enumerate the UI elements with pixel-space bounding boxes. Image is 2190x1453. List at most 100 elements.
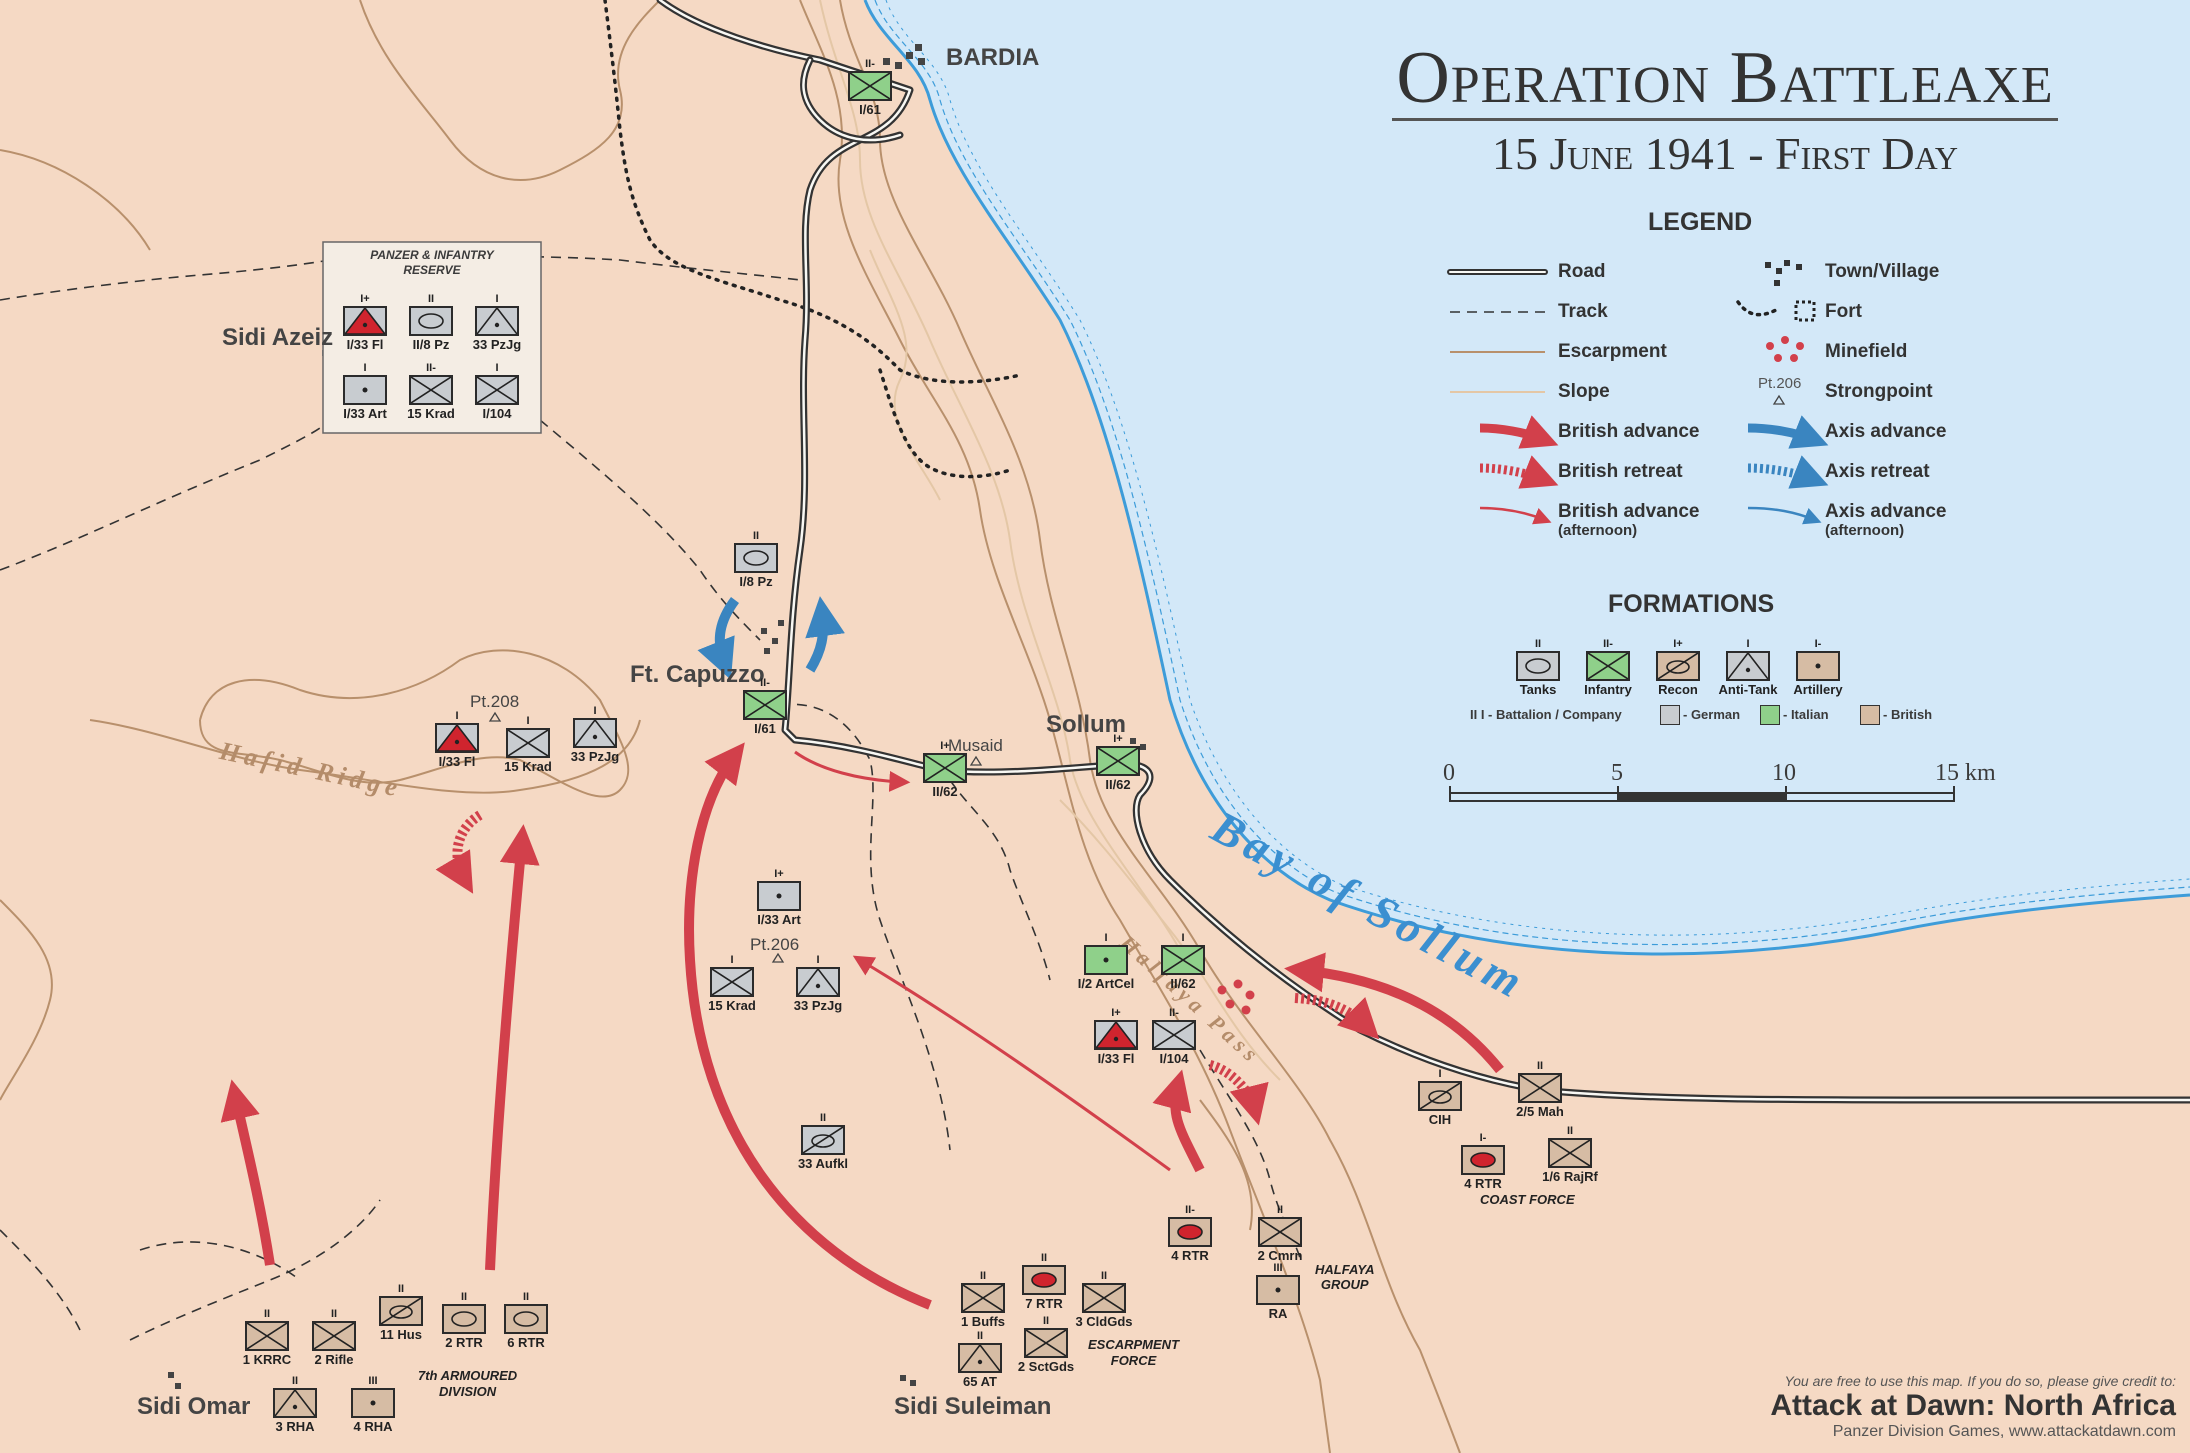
unit-echelon: I <box>730 954 734 966</box>
unit-echelon: II- <box>1185 1204 1195 1216</box>
unit-name: 15 Krad <box>504 759 552 774</box>
unit-symbol-icon <box>343 375 387 405</box>
unit-echelon: I <box>1181 932 1185 944</box>
unit-name: Anti-Tank <box>1718 682 1778 697</box>
unit-echelon: II <box>976 1330 984 1342</box>
unit-4rtr-c[interactable]: I-4 RTR <box>1448 1132 1518 1191</box>
unit-name: 33 PzJg <box>570 749 620 764</box>
reserve-title-line2: RESERVE <box>403 263 461 277</box>
unit-name: CIH <box>1428 1112 1452 1127</box>
unit-name: 4 RTR <box>1464 1176 1502 1191</box>
legend-british-retreat: British retreat <box>1558 461 1683 482</box>
unit-echelon: II <box>263 1308 271 1320</box>
unit-symbol-icon <box>1461 1145 1505 1175</box>
minefield-halfaya <box>1217 979 1255 1015</box>
unit-res-i33fl[interactable]: I+I/33 Fl <box>330 293 400 352</box>
unit-hp-ii62[interactable]: I II/62 <box>1148 932 1218 991</box>
unit-hp-i104[interactable]: II-I/104 <box>1139 1007 1209 1066</box>
unit-symbol-icon <box>1516 651 1560 681</box>
unit-legend-recon[interactable]: I+Recon <box>1643 638 1713 697</box>
unit-name: II/62 <box>1170 976 1196 991</box>
unit-echelon: II- <box>865 58 875 70</box>
unit-echelon: II <box>979 1270 987 1282</box>
unit-name: 1 Buffs <box>960 1314 1006 1329</box>
unit-name: I/2 ArtCel <box>1077 976 1135 991</box>
unit-name: II/62 <box>1105 777 1131 792</box>
unit-echelon: II- <box>1169 1007 1179 1019</box>
label-halfaya-group-2: GROUP <box>1320 1277 1369 1292</box>
unit-name: 6 RTR <box>507 1335 545 1350</box>
unit-res-15krad[interactable]: II-15 Krad <box>396 362 466 421</box>
unit-echelon: I <box>816 954 820 966</box>
unit-symbol-icon <box>1082 1283 1126 1313</box>
unit-echelon: I <box>455 710 459 722</box>
unit-symbol-icon <box>504 1304 548 1334</box>
unit-legend-artillery[interactable]: I-Artillery <box>1783 638 1853 697</box>
unit-echelon: I+ <box>1673 638 1683 650</box>
unit-bardia-i61[interactable]: II- I/61 <box>835 58 905 117</box>
unit-symbol-icon <box>379 1296 423 1326</box>
legend-axis-afternoon: (afternoon) <box>1825 522 1905 539</box>
title-line1: Operation Battleaxe <box>1392 38 2058 121</box>
unit-name: 15 Krad <box>407 406 455 421</box>
unit-sol-ii62[interactable]: I+II/62 <box>1083 733 1153 792</box>
unit-name: 7 RTR <box>1025 1296 1063 1311</box>
unit-echelon: II <box>1100 1270 1108 1282</box>
unit-1buffs[interactable]: II 1 Buffs <box>948 1270 1018 1329</box>
unit-name: I/61 <box>859 102 881 117</box>
unit-symbol-icon <box>351 1388 395 1418</box>
legend-fort: Fort <box>1825 301 1862 322</box>
unit-cih[interactable]: I CIH <box>1405 1068 1475 1127</box>
legend-british-advance-pm-label: British advance <box>1558 501 1700 522</box>
unit-cap-i61[interactable]: II-I/61 <box>730 677 800 736</box>
label-escarpment-force-2: FORCE <box>1110 1353 1157 1368</box>
legend-axis-advance-pm: Axis advance(afternoon) <box>1825 501 1946 538</box>
unit-echelon: II <box>1566 1125 1574 1137</box>
town-markers <box>168 44 1146 1389</box>
unit-p-i33art[interactable]: I+I/33 Art <box>744 868 814 927</box>
formations-note: II I - Battalion / Company <box>1470 707 1622 722</box>
unit-4rtr-h[interactable]: II-4 RTR <box>1155 1204 1225 1263</box>
unit-echelon: II <box>427 293 435 305</box>
unit-symbol-icon <box>734 543 778 573</box>
unit-symbol-icon <box>442 1304 486 1334</box>
credit-line3[interactable]: Panzer Division Games, www.attackatdawn.… <box>1832 1423 2176 1440</box>
unit-mus-ii62[interactable]: I+II/62 <box>910 740 980 799</box>
unit-echelon: I <box>1438 1068 1442 1080</box>
unit-hp-i33fl[interactable]: I+I/33 Fl <box>1081 1007 1151 1066</box>
legend-minefield: Minefield <box>1825 341 1908 362</box>
unit-legend-infantry[interactable]: II-Infantry <box>1573 638 1643 697</box>
scale-15: 15 km <box>1935 760 1996 786</box>
